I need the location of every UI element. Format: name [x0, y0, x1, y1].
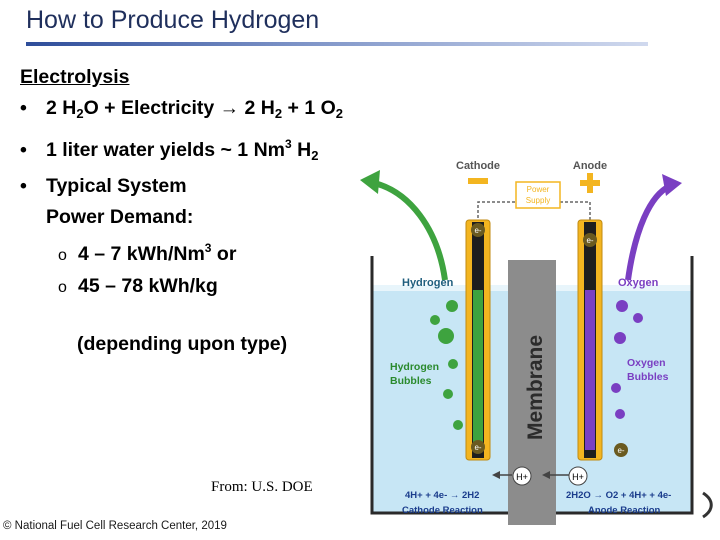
bullet-list: Electrolysis •2 H2O + Electricity → 2 H2…: [20, 62, 343, 360]
sub-bullet-sup: 3: [204, 241, 212, 255]
power-line-1: Typical System: [46, 175, 187, 197]
hydrogen-arrow-head: [360, 170, 380, 194]
oxygen-label: Oxygen: [618, 277, 659, 289]
eq-sub: 2: [76, 106, 84, 121]
hydrogen-bubble: [430, 315, 440, 325]
yield-sup: 3: [285, 137, 292, 151]
oxygen-bubble: [614, 332, 626, 344]
cathode-reaction-label: Cathode Reaction: [402, 505, 483, 516]
cathode-label: Cathode: [456, 160, 500, 172]
bullet-dot: •: [20, 139, 27, 161]
power-supply-box: [515, 181, 561, 209]
electron-label: e-: [617, 446, 624, 455]
yield-text: H: [291, 139, 312, 161]
electron-icon: [471, 440, 485, 454]
bullet-dot: •: [20, 175, 27, 197]
yield-sub: 2: [311, 148, 319, 163]
eq-sub: 2: [274, 106, 283, 121]
power-supply-label: Power: [527, 185, 550, 194]
oxygen-bubble: [611, 383, 621, 393]
power-line-2: Power Demand:: [46, 206, 194, 228]
oxygen-bubble: [633, 313, 643, 323]
power-supply-label: Supply: [526, 196, 550, 205]
section-heading: Electrolysis: [20, 66, 130, 88]
electron-label: e-: [474, 443, 481, 452]
bullet-equation: •2 H2O + Electricity → 2 H2 + 1 O2: [20, 93, 343, 129]
cathode-equation: 4H+ + 4e- → 2H2: [405, 490, 479, 501]
electron-label: e-: [474, 226, 481, 235]
arrow-head-icon: [542, 471, 550, 479]
proton-label: H+: [572, 472, 584, 482]
proton-icon: [568, 466, 588, 486]
electron-icon: [614, 443, 628, 457]
eq-part: O + Electricity: [83, 97, 220, 119]
anode-label: Anode: [573, 160, 607, 172]
eq-part: 2 H: [239, 97, 275, 119]
oxygen-bubbles-label: Oxygen: [627, 357, 666, 369]
sub-bullet-marker: o: [58, 247, 67, 264]
minus-icon: [468, 178, 488, 184]
eq-part: 2 H: [46, 97, 77, 119]
oxygen-flow-arrow: [625, 183, 672, 281]
depending-note: (depending upon type): [77, 333, 288, 355]
oxygen-bubbles: [611, 300, 643, 419]
hydrogen-bubble: [453, 420, 463, 430]
sub-bullet-1: o 4 – 7 kWh/Nm3 or: [20, 233, 343, 271]
hydrogen-bubble: [438, 328, 454, 344]
anode-reaction-label: Anode Reaction: [588, 505, 661, 516]
membrane-label: Membrane: [524, 335, 547, 440]
oxygen-bubbles-label: Bubbles: [627, 371, 669, 383]
wiring: [477, 201, 591, 228]
bullet-dot: •: [20, 97, 27, 119]
hydrogen-bubble: [446, 300, 458, 312]
yield-text: 1 liter water yields ~ 1 Nm: [46, 139, 285, 161]
oxygen-bubble: [615, 409, 625, 419]
sub-bullet-2: o 45 – 78 kWh/kg: [20, 271, 343, 303]
hydrogen-bubble: [443, 389, 453, 399]
proton-icon: [512, 466, 532, 486]
cathode-hydrogen: [473, 290, 483, 450]
title-underline: [26, 42, 648, 46]
sub-bullet-text: 4 – 7 kWh/Nm: [78, 243, 205, 265]
electrolysis-diagram: Membrane Power Supply Cathode Anode e- e…: [360, 160, 694, 525]
eq-sub: 2: [335, 106, 344, 121]
hydrogen-bubble: [448, 359, 458, 369]
hydrogen-label: Hydrogen: [402, 277, 454, 289]
sub-bullet-text: or: [211, 243, 237, 265]
electron-icon: [583, 233, 597, 247]
sub-bullet-text: 45 – 78 kWh/kg: [78, 275, 218, 297]
source-citation: From: U.S. DOE: [211, 479, 313, 495]
hydrogen-bubbles: [430, 300, 463, 430]
copyright-notice: © National Fuel Cell Research Center, 20…: [3, 520, 227, 532]
page-curl-icon: [702, 491, 713, 519]
sub-bullet-marker: o: [58, 279, 67, 296]
oxygen-bubble: [616, 300, 628, 312]
arrow-icon: →: [219, 97, 240, 119]
anode-equation: 2H2O → O2 + 4H+ + 4e-: [566, 490, 671, 501]
electron-label: e-: [586, 236, 593, 245]
hydrogen-flow-arrow: [369, 179, 448, 281]
arrow-head-icon: [492, 471, 500, 479]
eq-part: + 1 O: [282, 97, 336, 119]
slide-title: How to Produce Hydrogen: [26, 6, 320, 34]
hydrogen-bubbles-label: Hydrogen: [390, 361, 439, 373]
plus-icon: [580, 173, 600, 193]
oxygen-arrow-head: [662, 174, 682, 196]
anode-oxygen: [585, 290, 595, 450]
bullet-power: • Typical System: [20, 171, 343, 202]
hydrogen-bubbles-label: Bubbles: [390, 375, 432, 387]
electron-icon: [471, 223, 485, 237]
bullet-yield: • 1 liter water yields ~ 1 Nm3 H2: [20, 129, 343, 171]
proton-label: H+: [516, 472, 528, 482]
